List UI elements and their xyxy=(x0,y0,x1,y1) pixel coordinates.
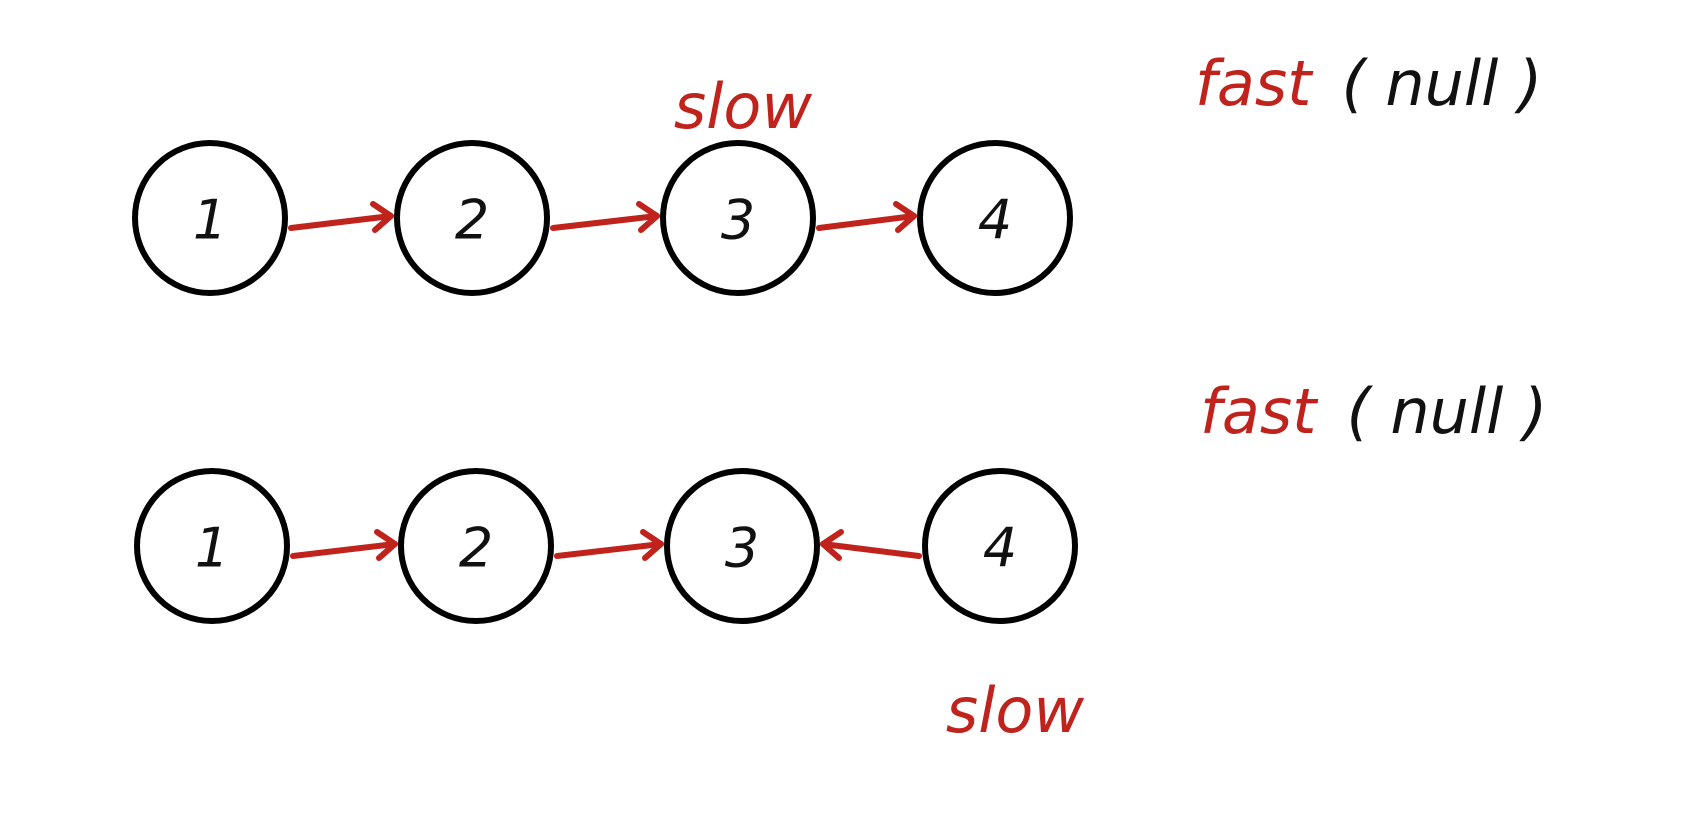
fast-pointer-name-1: fast xyxy=(1200,375,1319,448)
edge-arrowhead-0-2 xyxy=(893,201,917,233)
edge-arrowhead-1-0 xyxy=(374,529,398,561)
edge-arrowhead-0-1 xyxy=(636,201,660,233)
edge-arrow-0-0 xyxy=(288,213,394,231)
edge-arrowhead-1-1 xyxy=(640,529,664,561)
node-value-0-1: 2 xyxy=(455,189,489,252)
list-node-0-2 xyxy=(660,140,816,296)
edge-arrow-1-1 xyxy=(554,541,664,559)
list-node-1-0 xyxy=(134,468,290,624)
list-node-0-3 xyxy=(917,140,1073,296)
fast-pointer-label-1: fast ( null ) xyxy=(1200,375,1547,448)
list-node-1-3 xyxy=(922,468,1078,624)
edge-arrow-0-2 xyxy=(816,213,917,231)
node-value-1-1: 2 xyxy=(459,517,493,580)
node-value-0-0: 1 xyxy=(193,189,227,252)
list-node-1-1 xyxy=(398,468,554,624)
edge-arrow-1-0 xyxy=(290,541,398,559)
node-value-0-2: 3 xyxy=(721,189,755,252)
edge-arrow-0-1 xyxy=(550,213,660,231)
slow-pointer-label-0: slow xyxy=(674,70,812,143)
list-node-0-0 xyxy=(132,140,288,296)
row-after-reverse: 1 2 3 4 fast ( null ) slow xyxy=(134,375,1547,747)
fast-pointer-value-1: ( null ) xyxy=(1346,375,1547,448)
edge-arrowhead-0-0 xyxy=(370,201,394,233)
node-value-1-2: 3 xyxy=(725,517,759,580)
node-value-0-3: 4 xyxy=(978,189,1012,252)
edge-arrowhead-1-2 xyxy=(820,529,844,561)
row-before-reverse: 1 2 3 4 fast ( null ) slow xyxy=(132,47,1542,296)
node-value-1-3: 4 xyxy=(983,517,1017,580)
fast-pointer-name-0: fast xyxy=(1195,47,1314,120)
slow-pointer-label-1: slow xyxy=(946,674,1084,747)
fast-pointer-value-0: ( null ) xyxy=(1341,47,1542,120)
node-value-1-0: 1 xyxy=(195,517,229,580)
edge-arrow-1-2 xyxy=(820,541,922,559)
list-node-1-2 xyxy=(664,468,820,624)
fast-pointer-label-0: fast ( null ) xyxy=(1195,47,1542,120)
list-node-0-1 xyxy=(394,140,550,296)
